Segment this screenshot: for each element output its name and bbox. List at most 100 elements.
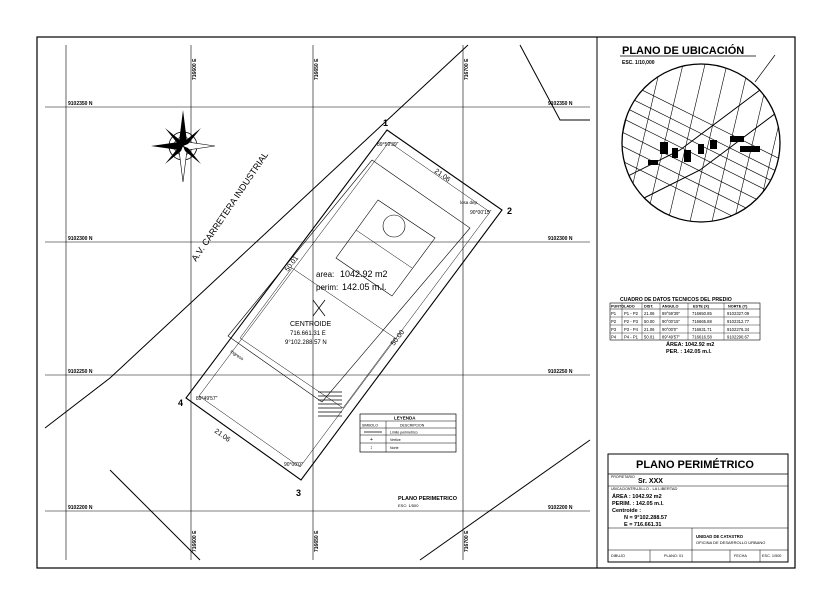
centroid-mark-2 — [312, 299, 326, 317]
table-header-2: LADO — [624, 305, 635, 309]
angle-label-2: 90°00'15" — [470, 210, 492, 216]
table-row-1-c3: 21.06 — [644, 311, 655, 316]
angle-label-4: 89°49'57" — [196, 396, 218, 402]
road-edges — [44, 44, 591, 561]
title-block-institution-1: UNIDAD DE CATASTRO — [696, 534, 744, 539]
road-edge-lower — [109, 469, 201, 561]
legend-row-2: Vertice — [390, 438, 401, 442]
table-row-3-c6: 9102276.34 — [727, 327, 750, 332]
north-label-right-1: 9102350 N — [548, 101, 573, 107]
table-perimeter: PER. : 142.05 m.l. — [666, 349, 712, 355]
table-row-1-c5: 716650.85 — [692, 311, 712, 316]
north-label-left-4: 9102200 N — [68, 505, 93, 511]
location-map: PLANO DE UBICACIÓN ESC. 1/10,000 — [620, 44, 781, 223]
north-label-right-3: 9102250 N — [548, 369, 573, 375]
east-label-top-2: 716650 E — [314, 58, 320, 80]
title-block-footer-3: FECHA — [734, 554, 747, 558]
coordinate-grid — [45, 45, 590, 560]
legend-title: LEYENDA — [394, 416, 416, 421]
road-edge-upper — [44, 44, 469, 429]
table-row-4-c2: P4 - P1 — [624, 335, 639, 340]
legend-north-symbol: ↕ — [370, 445, 373, 451]
perimeter-value: 142.05 m.l. — [342, 282, 387, 292]
road-edge-bottom-right — [419, 439, 591, 561]
plan-caption: PLANO PERIMETRICO — [398, 496, 458, 502]
table-header-4: ANGULO — [662, 305, 678, 309]
area-value: 1042.92 m2 — [340, 269, 388, 279]
location-title: PLANO DE UBICACIÓN — [622, 44, 744, 57]
title-block-coords-title: Centroide : — [612, 508, 641, 514]
legend-vertex-symbol: + — [370, 437, 373, 443]
table-row-4-c1: P4 — [611, 335, 617, 340]
angle-label-3: 90°00'0" — [284, 462, 303, 468]
east-labels: 716600 E 716650 E 716700 E 716600 E 7166… — [192, 58, 470, 552]
angle-label-1: 89°59'39" — [377, 142, 399, 148]
court-midline — [355, 229, 413, 269]
title-block-coord-n: N = 9°102.288.57 — [624, 515, 667, 521]
table-row-2-c3: 50.00 — [644, 319, 655, 324]
area-box — [239, 267, 396, 409]
title-block-footer-1: DIBUJO — [611, 554, 625, 558]
table-row-4-c3: 50.01 — [644, 335, 655, 340]
table-header-1: PUNTO — [611, 305, 624, 309]
table-title: CUADRO DE DATOS TECNICOS DEL PREDIO — [620, 297, 732, 303]
table-row-3-c5: 716631.71 — [692, 327, 712, 332]
title-block-area: ÁREA : 1042.92 m2 — [612, 493, 662, 500]
table-row-1-c6: 9102327.09 — [727, 311, 750, 316]
sports-court — [335, 199, 436, 297]
vertex-label-2: 2 — [507, 206, 512, 216]
technical-table: CUADRO DE DATOS TECNICOS DEL PREDIO PUNT… — [609, 297, 761, 355]
table-row-3-c3: 21.06 — [644, 327, 655, 332]
centroid-title: CENTROIDE — [290, 321, 332, 328]
avenue-label: A.V. CARRETERA INDUSTRIAL — [189, 150, 270, 263]
table-row-2-c1: P2 — [611, 319, 617, 324]
lot-boundary — [185, 129, 503, 481]
legend-col-desc: DESCRIPCION — [400, 424, 425, 428]
table-row-3-c1: P3 — [611, 327, 617, 332]
north-label-right-2: 9102300 N — [548, 236, 573, 242]
title-block-coord-e: E = 716.661.31 — [624, 522, 661, 528]
legend-col-symbol: SIMBOLO — [362, 424, 378, 428]
table-row-3-c2: P3 - P4 — [624, 327, 639, 332]
court-circle — [382, 214, 406, 238]
title-block-location-label: UBICACION — [611, 487, 631, 491]
north-label-left-1: 9102350 N — [68, 101, 93, 107]
table-row-2-c2: P2 - P3 — [624, 319, 639, 324]
table-row-2-c6: 9102312.77 — [727, 319, 750, 324]
east-label-bottom-2: 716650 E — [314, 530, 320, 552]
legend-row-3: Norte — [390, 446, 399, 450]
location-scale: ESC. 1/10,000 — [622, 60, 655, 66]
side-label-1-2: 21.06 — [433, 168, 451, 184]
inner-label: losa dep. — [460, 200, 478, 205]
east-label-top-1: 716600 E — [192, 58, 198, 80]
title-block-institution-2: OFICINA DE DESARROLLO URBANO — [696, 540, 765, 545]
north-labels: 9102350 N 9102300 N 9102250 N 9102200 N … — [68, 101, 573, 511]
area-label: area: — [316, 270, 334, 279]
east-label-bottom-1: 716600 E — [192, 530, 198, 552]
title-block-footer-4: ESC. 1/500 — [762, 554, 781, 558]
table-header-6: NORTE (Y) — [728, 305, 748, 309]
building-outline — [227, 159, 471, 403]
perimeter-label: perim: — [316, 283, 338, 292]
lot-inner-wall — [198, 141, 491, 468]
side-label-2-3: 50.00 — [390, 329, 406, 347]
side-label-3-4: 21.06 — [213, 428, 231, 444]
table-row-2-c5: 716665.88 — [692, 319, 712, 324]
stairs-hatch — [318, 391, 342, 417]
north-label-right-4: 9102200 N — [548, 505, 573, 511]
compass-rose-icon — [151, 110, 216, 183]
vertex-label-4: 4 — [178, 398, 183, 408]
title-block-location-value: TRUJILLO - LA LIBERTAD — [630, 486, 678, 491]
table-row-3-c4: 90°00'0" — [662, 327, 678, 332]
plan-scale: ESC: 1/500 — [398, 503, 419, 508]
title-block-name-label: PROPIETARIO — [611, 475, 635, 479]
table-header-5: ESTE (X) — [693, 305, 710, 309]
title-block-footer-2: PLANO: 01 — [664, 554, 683, 558]
table-row-4-c4: 89°49'57" — [662, 335, 680, 340]
centroid-north: 9°102.288.57 N — [285, 340, 327, 346]
vertex-label-3: 3 — [296, 488, 301, 498]
title-block: PLANO PERIMÉTRICO PROPIETARIO Sr. XXX UB… — [607, 453, 789, 563]
lot: 1 2 3 4 89°59'39" 90°00'15" 90°00'0" 89°… — [178, 118, 512, 498]
table-row-1-c4: 89°59'39" — [662, 311, 680, 316]
